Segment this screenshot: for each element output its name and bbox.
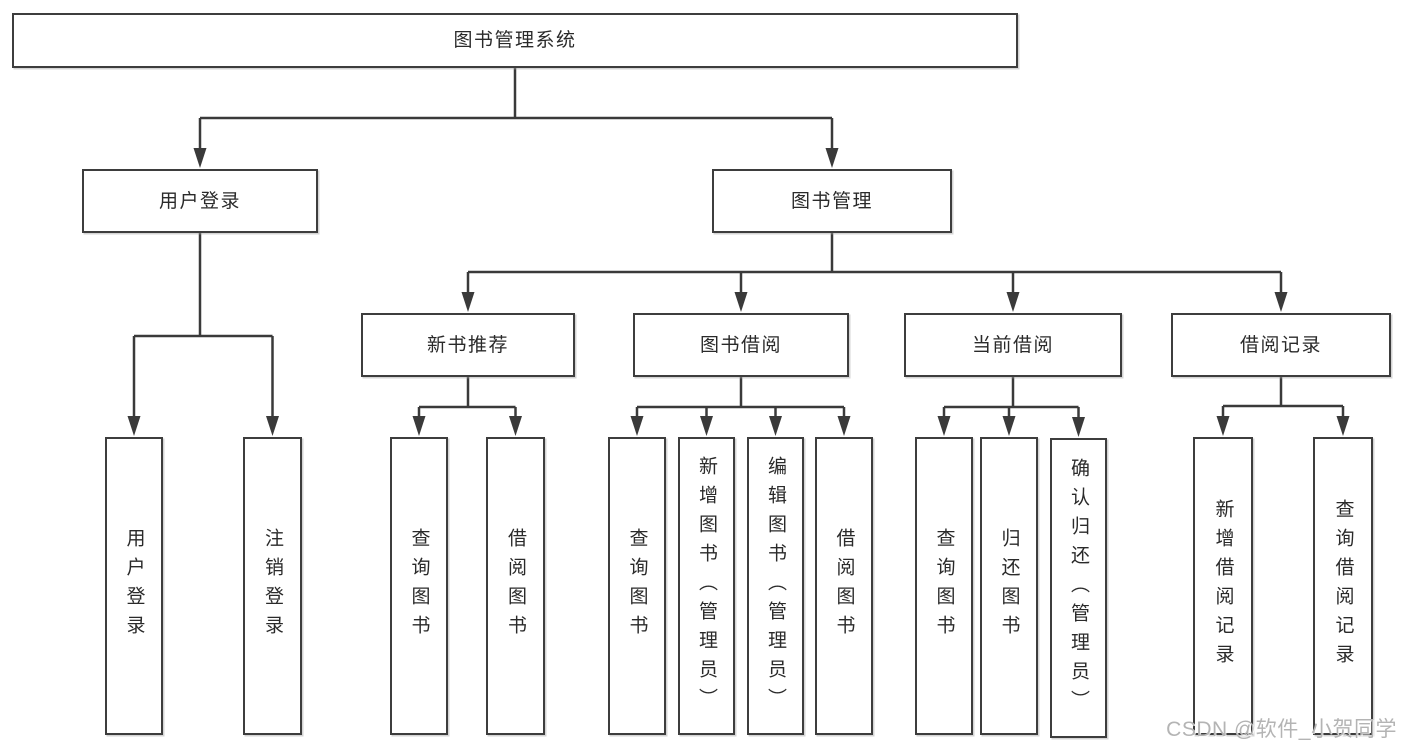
node-logout: 注销登录 [243, 437, 302, 735]
node-current-borrowing: 当前借阅 [904, 313, 1122, 377]
node-query-books-1: 查询图书 [390, 437, 448, 735]
arrowhead-to-borrowing-records [1274, 292, 1288, 312]
node-user-login: 用户登录 [105, 437, 163, 735]
node-add-books-admin: 新增图书（管理员） [678, 437, 735, 735]
node-label-user-login-group: 用户登录 [158, 190, 241, 212]
node-label-borrow-books-1: 借阅图书 [505, 528, 526, 644]
arrowhead-to-edit-books-admin [769, 416, 782, 436]
node-label-borrow-books-2: 借阅图书 [833, 528, 855, 644]
node-label-borrowing-records: 借阅记录 [1239, 334, 1322, 356]
arrowhead-to-return-books [1002, 416, 1016, 436]
node-query-borrow-record: 查询借阅记录 [1313, 437, 1373, 735]
node-label-logout: 注销登录 [262, 528, 283, 644]
arrowhead-to-confirm-return-admin [1072, 417, 1085, 437]
arrowhead-to-logout [266, 416, 279, 436]
arrowhead-to-user-login [127, 416, 141, 436]
node-user-login-group: 用户登录 [82, 169, 318, 233]
arrowhead-to-query-books-3 [937, 416, 951, 436]
arrowhead-to-borrow-books-1 [509, 416, 522, 436]
node-query-books-3: 查询图书 [915, 437, 973, 735]
arrowhead-to-query-books-1 [412, 416, 426, 436]
arrowhead-to-query-books-2 [630, 416, 644, 436]
node-borrow-books-1: 借阅图书 [486, 437, 545, 735]
arrowhead-to-user-login-group [193, 148, 207, 168]
csdn-watermark: CSDN @软件_小贺同学 [1166, 718, 1397, 741]
node-label-query-books-1: 查询图书 [408, 528, 430, 644]
node-edit-books-admin: 编辑图书（管理员） [747, 437, 804, 735]
node-label-query-books-2: 查询图书 [626, 528, 648, 644]
arrowhead-to-current-borrowing [1006, 292, 1020, 312]
arrowhead-to-add-books-admin [700, 416, 713, 436]
node-label-add-books-admin: 新增图书（管理员） [696, 455, 717, 717]
node-label-book-management: 图书管理 [790, 190, 873, 212]
node-label-book-borrowing: 图书借阅 [699, 334, 782, 356]
node-book-borrowing: 图书借阅 [633, 313, 849, 377]
arrowhead-to-book-management [825, 148, 839, 168]
node-query-books-2: 查询图书 [608, 437, 666, 735]
node-borrowing-records: 借阅记录 [1171, 313, 1391, 377]
node-label-query-borrow-record: 查询借阅记录 [1332, 499, 1354, 673]
node-label-user-login: 用户登录 [123, 528, 145, 644]
node-label-confirm-return-admin: 确认归还（管理员） [1068, 457, 1089, 719]
node-label-current-borrowing: 当前借阅 [971, 334, 1054, 356]
arrowhead-to-query-borrow-record [1336, 416, 1350, 436]
node-label-edit-books-admin: 编辑图书（管理员） [765, 455, 786, 717]
node-add-borrow-record: 新增借阅记录 [1193, 437, 1253, 735]
node-label-new-book-recommend: 新书推荐 [426, 334, 509, 356]
node-confirm-return-admin: 确认归还（管理员） [1050, 438, 1107, 738]
arrowhead-to-book-borrowing [734, 292, 748, 312]
node-new-book-recommend: 新书推荐 [361, 313, 575, 377]
node-borrow-books-2: 借阅图书 [815, 437, 873, 735]
node-library-system: 图书管理系统 [12, 13, 1018, 68]
node-label-query-books-3: 查询图书 [933, 528, 955, 644]
arrowhead-to-borrow-books-2 [837, 416, 851, 436]
arrowhead-to-add-borrow-record [1216, 416, 1230, 436]
node-label-library-system: 图书管理系统 [453, 30, 577, 51]
node-book-management: 图书管理 [712, 169, 952, 233]
node-label-add-borrow-record: 新增借阅记录 [1212, 499, 1234, 673]
node-label-return-books: 归还图书 [998, 528, 1020, 644]
node-return-books: 归还图书 [980, 437, 1038, 735]
arrowhead-to-new-book-recommend [461, 292, 475, 312]
